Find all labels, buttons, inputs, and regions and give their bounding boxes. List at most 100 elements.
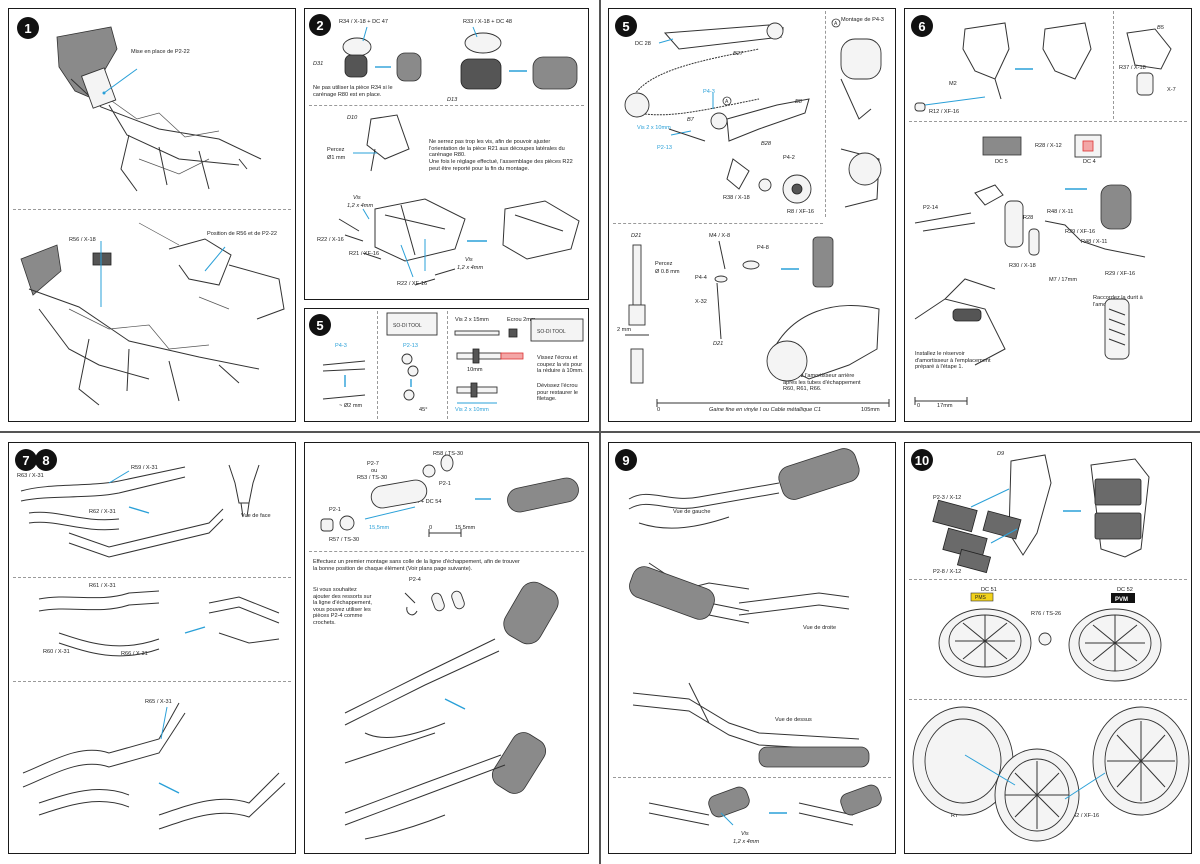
label-p2-13: P2-13 (657, 145, 672, 151)
exhaust-views-illustration (628, 448, 882, 826)
dc5-decal (982, 136, 1022, 156)
divider (309, 551, 584, 552)
label-r76: R76 / TS-26 (1031, 611, 1062, 617)
divider (309, 105, 584, 106)
label-r29b: R29 / XF-16 (1105, 271, 1136, 277)
label-p4-4: P4-4 (695, 275, 707, 281)
label-r29a: R29 / XF-16 (1065, 229, 1096, 235)
label-dc28: DC 28 (635, 41, 651, 47)
label-p2-14: P2-14 (923, 205, 938, 211)
label-dc4: DC 4 (1083, 159, 1096, 165)
label-b27: B27 (733, 51, 743, 57)
note-vissez: Vissez l'écrou et coupez la vis pour la … (537, 355, 584, 375)
note-first-mount: Effectuez un premier montage sans colle … (313, 559, 520, 572)
label-percez-diameter: Ø1 mm (327, 155, 346, 161)
label-vis2-size: 1,2 x 4mm (457, 265, 484, 271)
sheet-divider-horizontal (0, 431, 1200, 433)
r56-part (92, 252, 112, 266)
label-m2: M2 (949, 81, 957, 87)
label-d13: D13 (447, 97, 458, 103)
exhaust-illustration (20, 464, 286, 830)
frame-illustration-top (56, 26, 262, 192)
step-number-badge-8: 8 (35, 449, 57, 471)
label-p2-7: P2-7 (367, 461, 379, 467)
step-number-badge: 6 (911, 15, 933, 37)
label-p4-3: P4-3 (335, 343, 347, 349)
dc51-logo (970, 592, 994, 602)
label-r28: R28 (1023, 215, 1034, 221)
label-vue-dessus: Vue de dessus (775, 717, 812, 723)
caption-position: Position de R56 et de P2-22 (207, 231, 277, 237)
label-vis: Vis (741, 831, 749, 837)
label-vis-size: 1,2 x 4mm (733, 839, 760, 845)
divider (909, 699, 1187, 700)
label-vis-15: Vis 2 x 15mm (455, 317, 489, 323)
tool-plate-1 (386, 312, 438, 336)
panel-step-7-8: 7 8 R63 / X-31 R59 / X-31 R62 / X-31 Vue… (8, 442, 296, 854)
label-d10: D10 (347, 115, 358, 121)
label-p2-1a: P2-1 (439, 481, 451, 487)
tool-logo-1: SO-DI TOOL (393, 323, 422, 329)
circle-marker-a-main: A (725, 99, 729, 105)
dc52-logo (1111, 593, 1135, 603)
label-ecrou: Ecrou 2mm (507, 317, 536, 323)
label-ou: ou (371, 468, 378, 474)
caption-r56: R56 / X-18 (69, 237, 96, 243)
divider (909, 121, 1187, 122)
frame-detail-illustration (338, 114, 580, 286)
panel-step-9: 9 Vue de gauche Vue de droite Vue de des… (608, 442, 896, 854)
label-percez-d: Ø 0.8 mm (655, 269, 680, 275)
label-m7: M7 / 17mm (1049, 277, 1077, 283)
label-vis1: Vis (353, 195, 361, 201)
step-number-badge: 1 (17, 17, 39, 39)
label-dc51: DC 51 (981, 587, 997, 593)
panel-step-5-chain: 5 DC 28 B8 B27 P4-3 Vis 2 x 10mm B7 B8 P… (608, 8, 896, 422)
dc52-logo-text: PVM (1115, 597, 1128, 603)
frame-illustration-bottom (20, 222, 285, 406)
label-r33: R33 / X-18 + DC 48 (463, 19, 512, 25)
label-vis1-size: 1,2 x 4mm (347, 203, 374, 209)
panel-step-6: 6 M2 R12 / XF-16 B5 R37 / X-18 X-7 DC 5 … (904, 8, 1192, 422)
label-r34: R34 / X-18 + DC 47 (339, 19, 388, 25)
label-rt: RT (951, 813, 959, 819)
divider (613, 777, 891, 778)
label-percez: Percez (655, 261, 673, 267)
label-r63: R63 / X-31 (17, 473, 44, 479)
label-b8b: B8 (795, 99, 802, 105)
warning-r34: Ne pas utiliser la pièce R34 si le carén… (313, 85, 393, 98)
label-10mm: 10mm (467, 367, 483, 373)
label-r53: R53 / TS-30 (357, 475, 388, 481)
dc51-logo-text: PMS (975, 595, 987, 601)
label-vis2: Vis (465, 257, 473, 263)
panel-step-1: 1 Mise en place de P2-22 R56 / X-18 Posi… (8, 8, 296, 422)
divider (13, 577, 291, 578)
label-scale-17: 17mm (937, 403, 953, 409)
label-p2-13: P2-13 (403, 343, 418, 349)
step-number-badge: 2 (309, 14, 331, 36)
label-p4-2: P4-2 (783, 155, 795, 161)
label-r28-x12: R28 / X-12 (1035, 143, 1062, 149)
tool-plate-2 (530, 318, 584, 342)
label-scale-0: 0 (429, 525, 433, 531)
label-x7: X-7 (1167, 87, 1176, 93)
label-p2-8: P2-8 / X-12 (933, 569, 962, 575)
note-screws: Ne serrez pas trop les vis, afin de pouv… (429, 139, 565, 159)
label-m4: M4 / X-8 (709, 233, 731, 239)
panel-step-10: 10 D9 P2-3 / X-12 P2-8 / X-12 DC 51 DC 5… (904, 442, 1192, 854)
label-vis-10: Vis 2 x 10mm (455, 407, 489, 413)
label-b5: B5 (1157, 25, 1164, 31)
label-r61: R61 / X-31 (89, 583, 116, 589)
label-r30: R30 / X-18 (1009, 263, 1036, 269)
divider (825, 11, 826, 217)
label-r65: R65 / X-31 (145, 699, 172, 705)
label-2mm: 2 mm (617, 327, 631, 333)
label-d31: D31 (313, 61, 324, 67)
note-adjust: Une fois le réglage effectué, l'assembla… (429, 159, 573, 172)
label-d9: D9 (997, 451, 1005, 457)
label-scale-0: 0 (657, 407, 661, 413)
circle-marker-a: A (834, 21, 838, 27)
label-p2-4: P2-4 (409, 577, 421, 583)
muffler-illustration (320, 454, 579, 840)
step-number-badge: 5 (309, 314, 331, 336)
panel-step-5-tools: 5 P4-3 ~ Ø2 mm P2-13 45° Vis 2 x 15mm Ec… (304, 308, 589, 422)
